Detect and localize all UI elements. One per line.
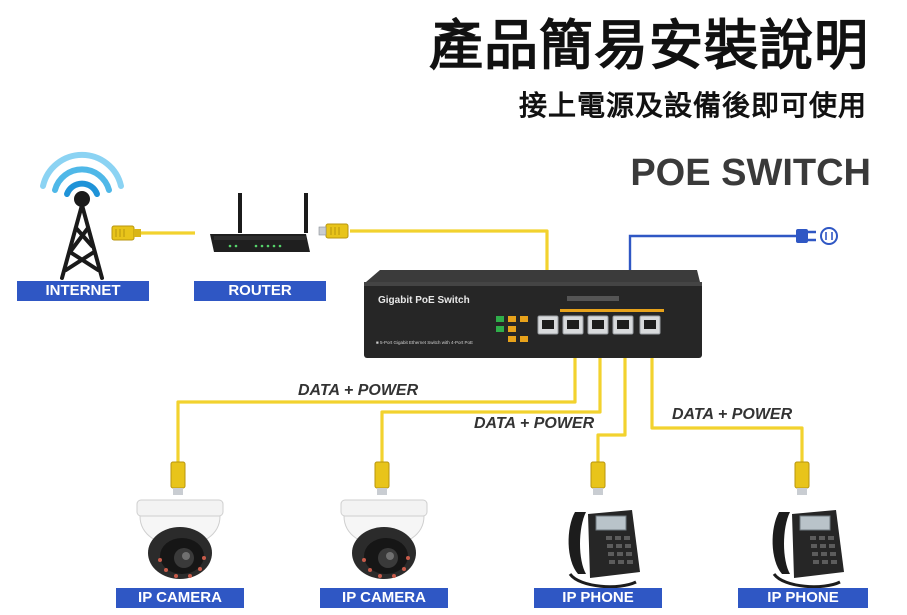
page-title: 產品簡易安裝說明 xyxy=(429,14,869,77)
camera-1-label: IP CAMERA xyxy=(116,588,244,608)
rj45-connectors xyxy=(111,223,810,495)
switch-model-label: ■ 5-Port Gigabit Ethernet Switch with 4-… xyxy=(376,340,474,345)
desk-phone-icon xyxy=(568,510,640,589)
dome-camera-icon xyxy=(136,499,224,579)
phone-1-label: IP PHONE xyxy=(534,588,662,608)
rj45-connector-phone-1 xyxy=(590,461,606,495)
power-cable xyxy=(628,234,800,270)
rj45-connector-router xyxy=(318,223,349,239)
router-label: ROUTER xyxy=(194,281,326,301)
phone-2-label: IP PHONE xyxy=(738,588,868,608)
page-subtitle: 接上電源及設備後即可使用 xyxy=(518,89,867,122)
cable-switch-camera-2 xyxy=(380,350,602,465)
switch-icon xyxy=(364,270,702,358)
power-plug-icon xyxy=(796,227,838,245)
internet-label: INTERNET xyxy=(17,281,149,301)
rj45-connector-phone-2 xyxy=(794,461,810,495)
cable-switch-phone-1 xyxy=(596,350,627,465)
desk-phone-icon xyxy=(772,510,844,589)
cable-router-switch xyxy=(350,229,549,287)
rj45-connector-internet xyxy=(111,225,141,241)
flow-label-middle: DATA + POWER xyxy=(474,415,595,432)
cable-lines xyxy=(140,229,804,465)
camera-2-label: IP CAMERA xyxy=(320,588,448,608)
switch-brand-label: Gigabit PoE Switch xyxy=(378,295,470,306)
cable-switch-camera-1 xyxy=(176,350,577,465)
dome-camera-icon xyxy=(340,499,428,579)
router-icon xyxy=(210,193,310,252)
rj45-connector-camera-1 xyxy=(170,461,186,495)
flow-label-left: DATA + POWER xyxy=(298,382,419,399)
rj45-connector-camera-2 xyxy=(374,461,390,495)
antenna-tower-icon xyxy=(40,151,124,280)
cable-switch-phone-2 xyxy=(650,350,804,465)
product-name: POE SWITCH xyxy=(630,152,871,194)
flow-label-right: DATA + POWER xyxy=(672,406,793,423)
